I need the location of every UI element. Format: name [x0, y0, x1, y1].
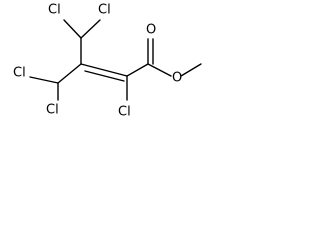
bond-chcl2-bottom-to-cl-left — [29, 76, 59, 84]
bond-central-carbon-to-chcl2-bottom — [57, 63, 82, 84]
atom-label-cl-bottom-mid: Cl — [118, 105, 131, 120]
atom-label-oxygen-ester: O — [172, 71, 182, 86]
molecule-structure: Cl Cl O Cl O Cl Cl — [13, 3, 202, 120]
atom-label-cl-bottom-left: Cl — [46, 103, 59, 118]
bond-carbonyl-carbon-to-ester-oxygen — [147, 63, 172, 77]
bond-chcl2-top-to-cl-right — [80, 19, 101, 39]
double-bond-line-1 — [80, 63, 128, 77]
atom-label-cl-mid-left: Cl — [13, 66, 26, 81]
bond-ester-oxygen-to-methyl — [180, 63, 202, 77]
atom-label-oxygen-carbonyl: O — [146, 23, 156, 38]
atom-label-cl-top-left: Cl — [48, 3, 61, 18]
double-bond-line-2 — [84, 70, 125, 82]
atom-label-cl-top-right: Cl — [98, 3, 111, 18]
bond-chcl2-top-to-cl-left — [63, 19, 82, 39]
bond-alpha-carbon-to-carbonyl-carbon — [126, 63, 149, 77]
